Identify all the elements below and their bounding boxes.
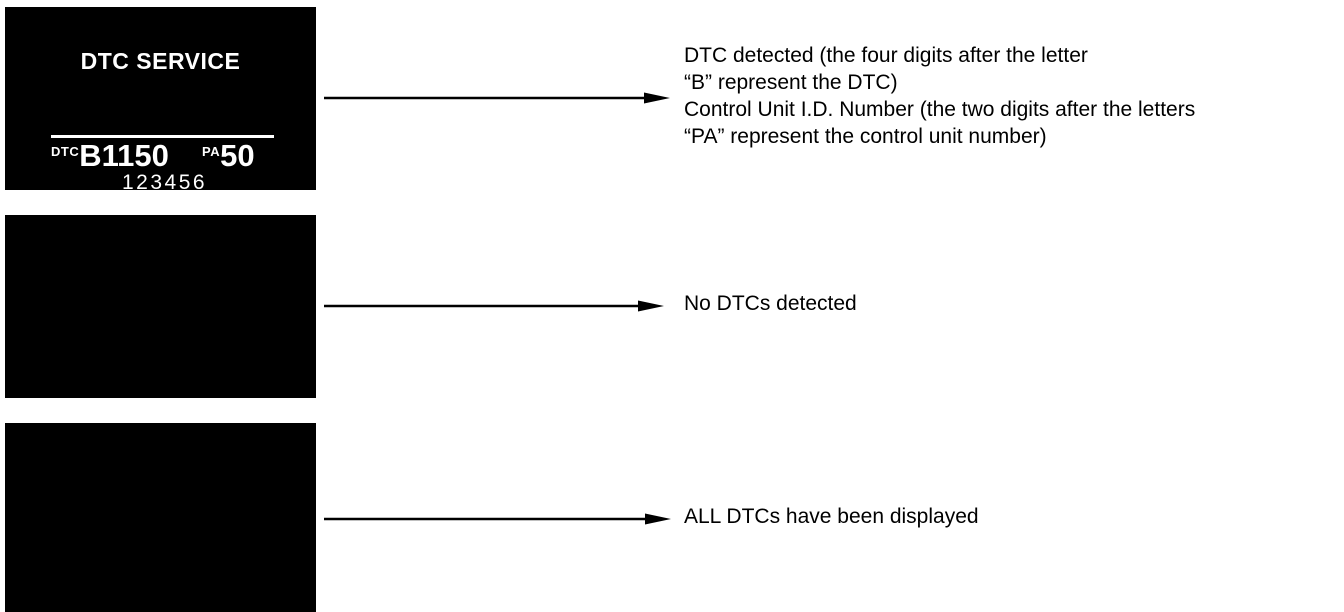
- callout-arrow-no-dtc: [324, 300, 664, 312]
- annotation-line: No DTCs detected: [684, 292, 857, 315]
- annotation-dtc-end: ALL DTCs have been displayed: [684, 503, 979, 530]
- segment-digit-strip: 123456: [122, 171, 208, 190]
- panel-divider-rule: [51, 135, 274, 138]
- control-unit-number: 50: [220, 138, 255, 173]
- pa-label: PA: [202, 144, 221, 159]
- annotation-no-dtc: No DTCs detected: [684, 290, 857, 317]
- annotation-dtc-detected: DTC detected (the four digits after the …: [684, 42, 1195, 150]
- code-row: DTC B1150 PA 50: [5, 140, 316, 176]
- dtc-code-group: DTC B1150: [51, 140, 169, 171]
- panel-title: DTC SERVICE: [80, 48, 241, 74]
- display-panel-dtc-end: DTC SERVICE DTC End 123456: [5, 423, 316, 612]
- callout-arrow-dtc-end: [324, 513, 671, 525]
- callout-arrow-dtc-detected: [324, 92, 670, 104]
- dtc-code-value: B1150: [79, 138, 169, 173]
- annotation-line: ALL DTCs have been displayed: [684, 505, 979, 528]
- annotation-line: Control Unit I.D. Number (the two digits…: [684, 98, 1196, 121]
- dtc-label: DTC: [51, 144, 80, 159]
- control-unit-group: PA 50: [202, 140, 255, 171]
- annotation-line: “B” represent the DTC): [684, 71, 898, 94]
- display-panel-no-dtc: DTC SERVICE DTC NO 123456: [5, 215, 316, 398]
- annotation-line: “PA” represent the control unit number): [684, 125, 1047, 148]
- annotation-line: DTC detected (the four digits after the …: [684, 44, 1088, 67]
- display-panel-dtc-detected: DTC SERVICE DTC B1150 PA 50 123456: [5, 7, 316, 190]
